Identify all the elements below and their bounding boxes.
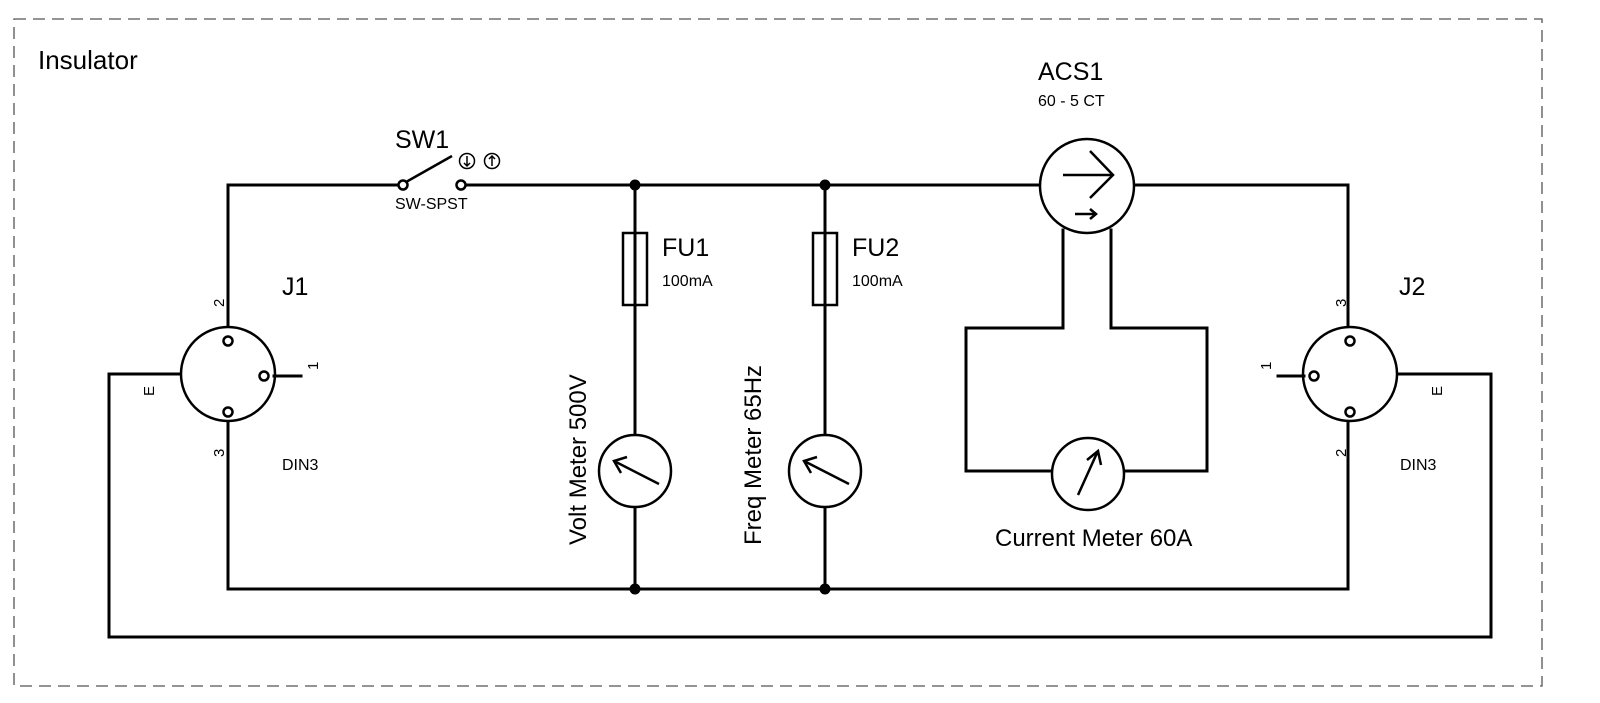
j1-ref: J1 bbox=[282, 273, 308, 301]
pin-label-2: 2 bbox=[1333, 449, 1350, 457]
connector-j1[interactable]: 2 1 3 E J1 DIN3 bbox=[141, 273, 322, 474]
pin-2 bbox=[222, 335, 234, 347]
volt-meter-branch bbox=[629, 179, 641, 595]
current-meter-label: Current Meter 60A bbox=[995, 525, 1192, 552]
pin-label-2: 2 bbox=[211, 299, 228, 307]
junction-dot bbox=[629, 583, 641, 595]
meter-needle-icon bbox=[805, 460, 850, 486]
earth-loop bbox=[107, 372, 1493, 639]
pin-label-3: 3 bbox=[1333, 299, 1350, 307]
junction-dot bbox=[819, 583, 831, 595]
switch-lever bbox=[405, 154, 453, 184]
meter-needle-arrow-icon bbox=[612, 455, 628, 474]
switch-sw1[interactable]: SW1 SW-SPST bbox=[395, 126, 501, 213]
bottom-bus bbox=[226, 418, 1350, 591]
arrow-down-circle-icon bbox=[458, 152, 476, 170]
junction-dot bbox=[629, 179, 641, 191]
fuse-fu2-ref: FU2 bbox=[852, 234, 899, 262]
volt-meter-label: Volt Meter 500V bbox=[565, 374, 592, 545]
freq-meter[interactable]: Freq Meter 65Hz bbox=[740, 365, 863, 545]
connector-j2[interactable]: 3 1 2 E J2 DIN3 bbox=[1258, 273, 1446, 474]
switch-terminal-left bbox=[397, 179, 409, 191]
j1-value: DIN3 bbox=[282, 457, 319, 474]
pin-2 bbox=[1344, 406, 1356, 418]
freq-meter-label: Freq Meter 65Hz bbox=[740, 365, 767, 545]
pin-1 bbox=[1308, 370, 1320, 382]
fuse-fu1-value: 100mA bbox=[662, 273, 713, 290]
frame-title: Insulator bbox=[38, 45, 138, 75]
current-meter[interactable]: Current Meter 60A bbox=[995, 436, 1192, 552]
current-transformer-acs1[interactable]: ACS1 60 - 5 CT bbox=[964, 58, 1209, 473]
pin-label-e: E bbox=[1429, 386, 1446, 396]
volt-meter[interactable]: Volt Meter 500V bbox=[565, 374, 673, 545]
ct-small-arrow-head-icon bbox=[1089, 208, 1098, 220]
meter-needle-arrow-icon bbox=[802, 455, 818, 474]
insulator-frame bbox=[13, 18, 1543, 687]
junction-dot bbox=[819, 179, 831, 191]
pin-label-1: 1 bbox=[1258, 362, 1275, 370]
ct-ref: ACS1 bbox=[1038, 58, 1103, 86]
pin-3 bbox=[222, 406, 234, 418]
j2-ref: J2 bbox=[1399, 273, 1425, 301]
pin-label-e: E bbox=[141, 386, 158, 396]
pin-1 bbox=[258, 370, 270, 382]
j2-value: DIN3 bbox=[1400, 457, 1437, 474]
freq-meter-branch bbox=[819, 179, 831, 595]
fuse-fu2[interactable]: FU2 100mA bbox=[811, 231, 903, 307]
arrow-up-circle-icon bbox=[483, 152, 501, 170]
fuse-fu1[interactable]: FU1 100mA bbox=[621, 231, 713, 307]
fuse-fu1-ref: FU1 bbox=[662, 234, 709, 262]
top-bus bbox=[226, 183, 1350, 329]
switch-ref: SW1 bbox=[395, 126, 449, 154]
meter-needle-icon bbox=[1076, 452, 1099, 496]
pin-label-3: 3 bbox=[211, 449, 228, 457]
pin-label-1: 1 bbox=[305, 362, 322, 370]
meter-needle-arrow-icon bbox=[1086, 448, 1103, 466]
switch-terminal-right bbox=[455, 179, 467, 191]
ct-value: 60 - 5 CT bbox=[1038, 93, 1105, 110]
switch-value: SW-SPST bbox=[395, 196, 468, 213]
fuse-fu2-value: 100mA bbox=[852, 273, 903, 290]
pin-3 bbox=[1344, 335, 1356, 347]
ct-arrow-head-icon bbox=[1089, 150, 1115, 199]
meter-needle-icon bbox=[615, 460, 660, 486]
